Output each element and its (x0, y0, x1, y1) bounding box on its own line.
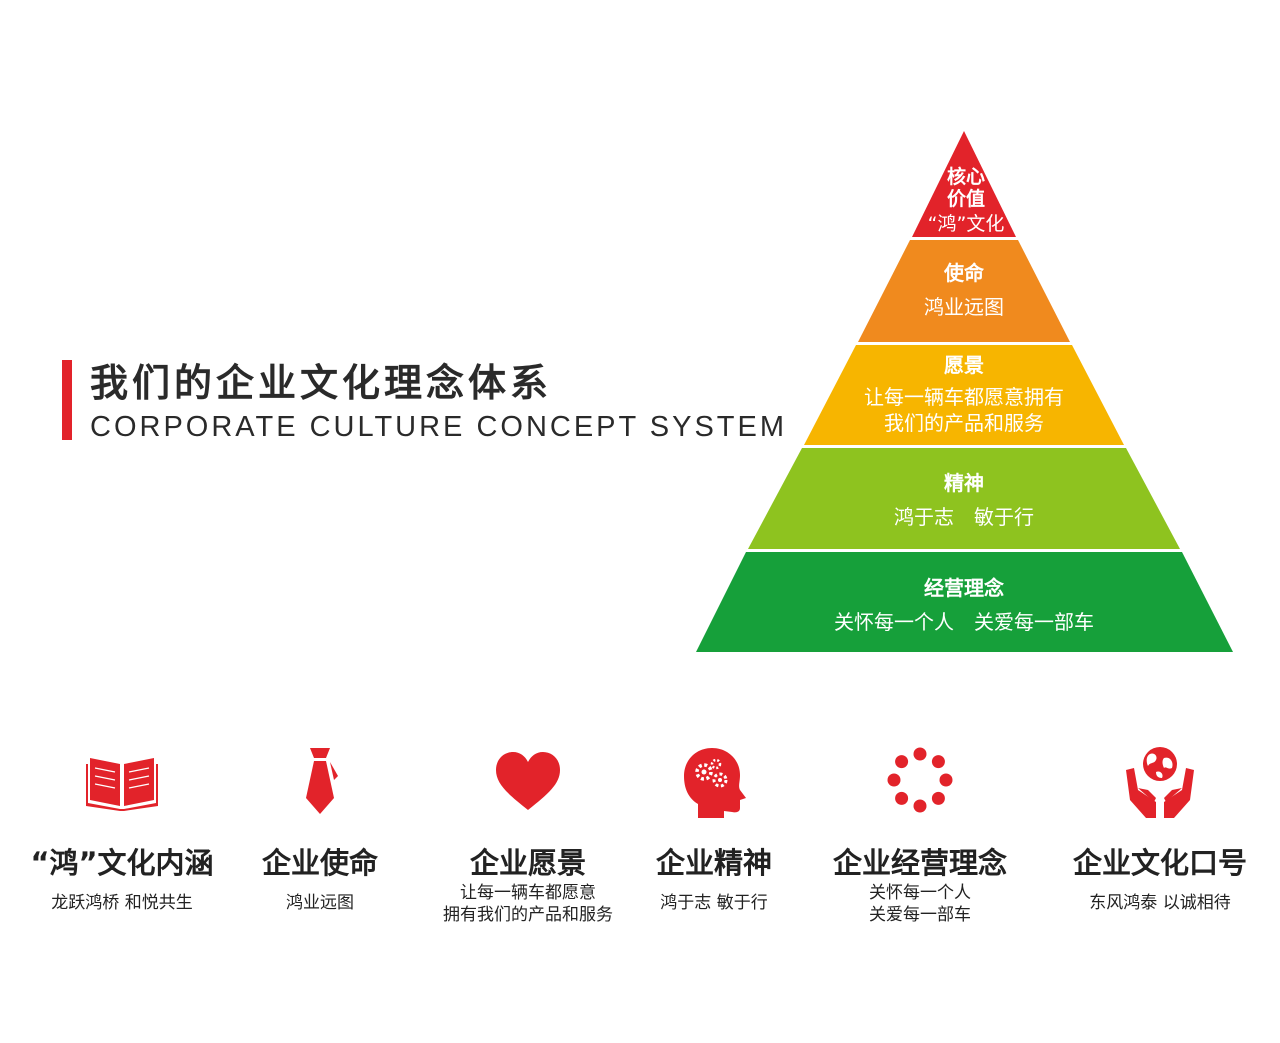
item-title: 企业文化口号 (1072, 846, 1247, 880)
pyramid-spirit-title: 精神 (944, 471, 984, 495)
item-desc-1: 龙跃鸿桥 和悦共生 (51, 893, 193, 913)
item-desc-1: 鸿于志 敏于行 (660, 893, 768, 913)
pyramid-philosophy-desc: 关怀每一个人 关爱每一部车 (834, 610, 1094, 634)
pyramid-philosophy-title: 经营理念 (924, 576, 1004, 600)
culture-pyramid (696, 131, 1233, 652)
pyramid-level-vision (804, 345, 1124, 445)
culture-item-spirit: 企业精神 鸿于志 敏于行 (604, 740, 824, 914)
culture-item-slogan: 企业文化口号 东风鸿泰 以诚相待 (1050, 740, 1270, 914)
item-desc-2: 关爱每一部车 (869, 905, 971, 925)
heart-icon (496, 752, 560, 810)
pyramid-core-desc: “鸿”文化 (927, 213, 1005, 235)
item-title: 企业经营理念 (832, 846, 1007, 880)
head-gears-icon (684, 748, 746, 818)
culture-item-connotation: “鸿”文化内涵 龙跃鸿桥 和悦共生 (12, 740, 232, 914)
culture-item-mission: 企业使命 鸿业远图 (210, 740, 430, 914)
section-heading: 我们的企业文化理念体系 CORPORATE CULTURE CONCEPT SY… (62, 360, 784, 443)
heading-accent-bar (62, 360, 72, 440)
pyramid-vision-desc-1: 让每一辆车都愿意拥有 (864, 385, 1064, 409)
circle-dots-icon (887, 747, 953, 813)
item-desc-1: 关怀每一个人 (869, 883, 971, 903)
globe-hands-icon (1126, 747, 1194, 818)
pyramid-mission-title: 使命 (944, 261, 984, 285)
item-title: 企业精神 (655, 846, 772, 880)
item-desc-1: 鸿业远图 (286, 893, 354, 913)
pyramid-core-title-2: 价值 (946, 188, 986, 210)
item-desc-1: 让每一辆车都愿意 (460, 883, 596, 903)
item-title: 企业使命 (261, 846, 378, 880)
item-desc-2: 拥有我们的产品和服务 (443, 905, 613, 925)
heading-title-en: CORPORATE CULTURE CONCEPT SYSTEM (90, 411, 788, 443)
pyramid-level-mission (858, 240, 1070, 342)
pyramid-mission-desc: 鸿业远图 (924, 295, 1004, 319)
open-book-icon (86, 758, 158, 811)
pyramid-level-philosophy (696, 552, 1233, 652)
pyramid-vision-title: 愿景 (944, 353, 984, 377)
pyramid-core-title-1: 核心 (946, 166, 986, 188)
pyramid-level-spirit (748, 448, 1180, 549)
pyramid-vision-desc-2: 我们的产品和服务 (884, 411, 1044, 435)
culture-icon-row: “鸿”文化内涵 龙跃鸿桥 和悦共生 企业使命 鸿业远图 企业愿景 让每一辆车都愿… (0, 740, 1280, 1000)
pyramid-level-core (912, 131, 1016, 237)
item-title: 企业愿景 (469, 846, 586, 880)
heading-title-cn: 我们的企业文化理念体系 (90, 361, 553, 405)
necktie-icon (306, 748, 338, 814)
culture-item-philosophy: 企业经营理念 关怀每一个人 关爱每一部车 (810, 740, 1030, 926)
pyramid-spirit-desc: 鸿于志 敏于行 (894, 505, 1034, 529)
item-title: “鸿”文化内涵 (30, 846, 214, 880)
item-desc-1: 东风鸿泰 以诚相待 (1089, 893, 1231, 913)
culture-item-vision: 企业愿景 让每一辆车都愿意 拥有我们的产品和服务 (418, 740, 638, 926)
